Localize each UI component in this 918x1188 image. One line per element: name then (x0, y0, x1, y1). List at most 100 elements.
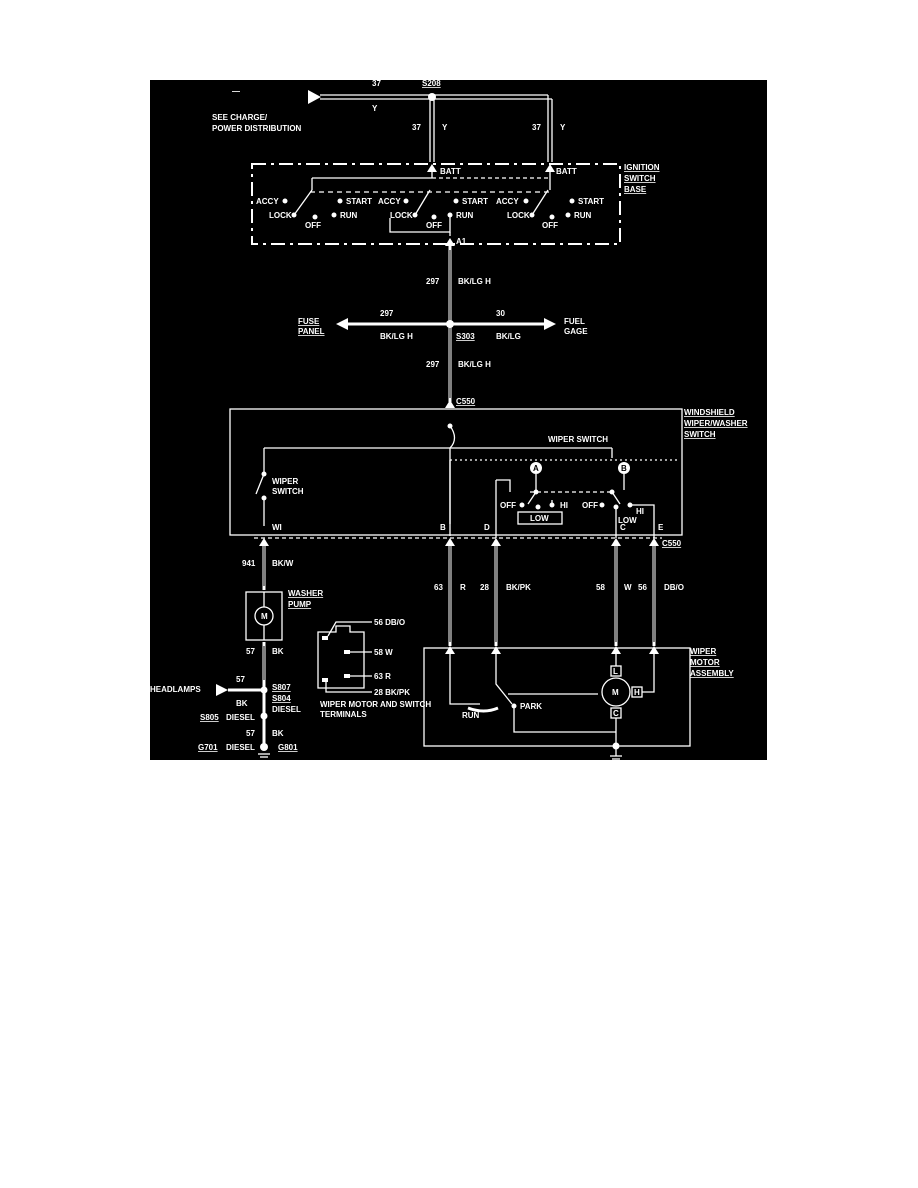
splice-s303-dot (446, 320, 454, 328)
wire-bklg-label: BK/LG (496, 332, 521, 341)
wire-28-label: 28 (480, 583, 489, 592)
terminal-c-label: C (613, 709, 619, 718)
connector-inset-outline (317, 625, 365, 689)
wiper-motor-assembly-box (423, 647, 691, 747)
run-label: RUN (462, 711, 480, 720)
off1-contact (312, 214, 318, 220)
splice-s208-label: S208 (422, 80, 441, 88)
ignition-switch-label-3: BASE (624, 185, 647, 194)
switch-b-circle (618, 462, 630, 474)
run1-label: RUN (340, 211, 358, 220)
ground-g801-dot (260, 743, 268, 751)
start1-label: START (346, 197, 372, 206)
start3-contact (569, 198, 575, 204)
switch-a-blade (527, 491, 537, 505)
switch-a-off-label: OFF (500, 501, 516, 510)
connector-pin-63 (344, 674, 350, 678)
switch-a-low-label: LOW (530, 514, 549, 523)
wiper-motor-m: M (612, 688, 619, 697)
wire-297-label-b: 297 (380, 309, 394, 318)
windshield-label-3: SWITCH (684, 430, 716, 439)
switch-b-off-label: OFF (582, 501, 598, 510)
washer-motor-m: M (261, 612, 268, 621)
wiper-washer-switch-box (229, 408, 683, 536)
batt2-label: BATT (556, 167, 577, 176)
run2-label: RUN (456, 211, 474, 220)
wire-bk-label-a: BK (272, 647, 284, 656)
wiring-diagram: — 37 S208 Y SEE CHARGE/ POWER DISTRIBUTI… (150, 80, 767, 760)
pin-c-label: C (620, 523, 626, 532)
wiper-motor-label-1: WIPER (690, 647, 716, 656)
accy1-contact (282, 198, 288, 204)
diagram-background (150, 80, 767, 760)
diagram-canvas: — 37 S208 Y SEE CHARGE/ POWER DISTRIBUTI… (150, 80, 767, 760)
diesel-label-b: DIESEL (226, 713, 255, 722)
splice-s804-label: S804 (272, 694, 291, 703)
c550-top-arrow-icon (445, 400, 455, 408)
accy3-contact (523, 198, 529, 204)
wire-w-label: W (624, 583, 632, 592)
start2-label: START (462, 197, 488, 206)
dash-mark: — (232, 87, 240, 96)
splice-s807-label: S807 (272, 683, 291, 692)
wire-bklgh-label-c: BK/LG H (458, 360, 491, 369)
diesel-label-c: DIESEL (226, 743, 255, 752)
splice-s303-label: S303 (456, 332, 475, 341)
pin-b-label: B (440, 523, 446, 532)
pin-wi-label: WI (272, 523, 282, 532)
splice-s805-label: S805 (200, 713, 219, 722)
wiper-switch-left-label-1: WIPER (272, 477, 298, 486)
off3-label: OFF (542, 221, 558, 230)
wire-37-label-c: 37 (532, 123, 541, 132)
wire-57-label-c: 57 (246, 729, 255, 738)
pin-a1-label: A1 (456, 237, 467, 246)
wire-37-label-b: 37 (412, 123, 421, 132)
off1-label: OFF (305, 221, 321, 230)
run3-label: RUN (574, 211, 592, 220)
run3-contact (565, 212, 571, 218)
splice-s805-dot (260, 712, 268, 720)
switch-a-hi-label: HI (560, 501, 568, 510)
start1-contact (337, 198, 343, 204)
headlamps-arrow-icon (216, 684, 228, 696)
wire-r-label: R (460, 583, 466, 592)
wire-bklgh-label-a: BK/LG H (458, 277, 491, 286)
a1-arrow-icon (445, 238, 455, 246)
park-label: PARK (520, 702, 542, 711)
batt1-arrow-icon (427, 164, 437, 172)
wire-y-label-top: Y (372, 104, 378, 113)
switch-b-hi-label: HI (636, 507, 644, 516)
wiper-switch-top-label: WIPER SWITCH (548, 435, 608, 444)
switch3-blade (531, 189, 549, 216)
wire-bk-label-b: BK (236, 699, 248, 708)
pin-d-label: D (484, 523, 490, 532)
accy2-contact (403, 198, 409, 204)
park-switch-blade (495, 654, 513, 705)
terminal-l-label: L (613, 667, 618, 676)
switch-b-off-contact (599, 502, 605, 508)
wire-bkpk-label: BK/PK (506, 583, 531, 592)
wire-bkw-label: BK/W (272, 559, 294, 568)
connector-28-label: 28 BK/PK (374, 688, 410, 697)
ground-g701-label: G701 (198, 743, 218, 752)
switch-b-blade (611, 491, 621, 505)
connector-pin-28 (322, 678, 328, 682)
connector-caption-1: WIPER MOTOR AND SWITCH (320, 700, 431, 709)
wire-941-label: 941 (242, 559, 256, 568)
wire-63-label: 63 (434, 583, 443, 592)
switch-a-label: A (533, 464, 539, 473)
off2-contact (431, 214, 437, 220)
windshield-label-2: WIPER/WASHER (684, 419, 748, 428)
off3-contact (549, 214, 555, 220)
washer-pump-label-2: PUMP (288, 600, 312, 609)
see-charge-label-1: SEE CHARGE/ (212, 113, 268, 122)
wiper-motor-icon (601, 677, 631, 707)
wire-y-label-b: Y (442, 123, 448, 132)
start2-contact (453, 198, 459, 204)
wire-56-label: 56 (638, 583, 647, 592)
wire-58-label: 58 (596, 583, 605, 592)
fuel-gage-label-1: FUEL (564, 317, 585, 326)
run1-contact (331, 212, 337, 218)
switch-a-circle (530, 462, 542, 474)
run-path (449, 654, 480, 705)
